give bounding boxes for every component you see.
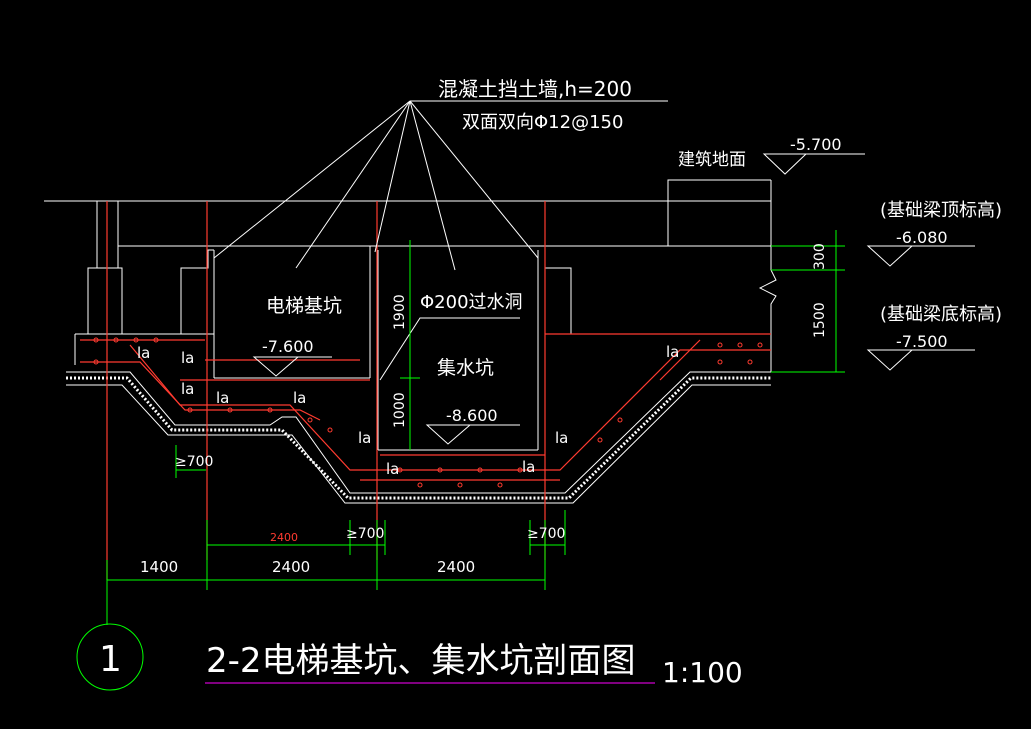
elevator-pit-label: 电梯基坑 (266, 295, 342, 317)
la-label: la (666, 343, 679, 361)
leader-lines (213, 100, 668, 381)
drawing-title: 2-2电梯基坑、集水坑剖面图 (206, 641, 636, 681)
drawing-scale: 1:100 (662, 656, 743, 689)
la-label: la (181, 349, 194, 367)
beam-bottom-label: (基础梁底标高) (880, 304, 1002, 325)
dim-2400: 2400 (272, 558, 310, 576)
dimension-lines (76, 230, 845, 691)
la-label: la (522, 458, 535, 476)
elevator-pit-level: -7.600 (262, 337, 314, 356)
detail-number: 1 (99, 639, 122, 680)
dim-2400-red: 2400 (270, 531, 298, 544)
waterproof-layer (66, 376, 771, 500)
pipe-label: Φ200过水洞 (420, 292, 523, 313)
dim-300: 300 (812, 243, 828, 270)
dim-1500: 1500 (812, 302, 828, 338)
ground-label: 建筑地面 (678, 150, 746, 170)
beam-top-level: -6.080 (896, 228, 948, 247)
la-label: la (293, 389, 306, 407)
dim-1900: 1900 (392, 294, 408, 330)
dim-1400: 1400 (140, 558, 178, 576)
ground-level: -5.700 (790, 135, 842, 154)
dim-1000: 1000 (392, 392, 408, 428)
beam-bottom-level: -7.500 (896, 332, 948, 351)
elevation-markers (252, 153, 975, 445)
concrete-outline (44, 179, 777, 504)
sump-label: 集水坑 (437, 357, 494, 379)
sump-level: -8.600 (446, 406, 498, 425)
wall-note-line1: 混凝土挡土墙,h=200 (438, 77, 632, 101)
rebar-dots (93, 337, 763, 488)
la-label: la (555, 429, 568, 447)
beam-top-label: (基础梁顶标高) (880, 200, 1002, 221)
dim-ge700: ≥700 (175, 454, 213, 470)
dim-ge700: ≥700 (527, 526, 565, 542)
annotations: 混凝土挡土墙,h=200 双面双向Φ12@150 建筑地面 -5.700 (基础… (99, 77, 1002, 689)
la-label: la (216, 389, 229, 407)
la-label: la (137, 344, 150, 362)
la-label: la (181, 380, 194, 398)
wall-note-line2: 双面双向Φ12@150 (462, 112, 623, 133)
dim-2400: 2400 (437, 558, 475, 576)
la-label: la (358, 429, 371, 447)
rebar-lines (80, 201, 771, 580)
dim-ge700: ≥700 (346, 526, 384, 542)
la-label: la (386, 460, 399, 478)
